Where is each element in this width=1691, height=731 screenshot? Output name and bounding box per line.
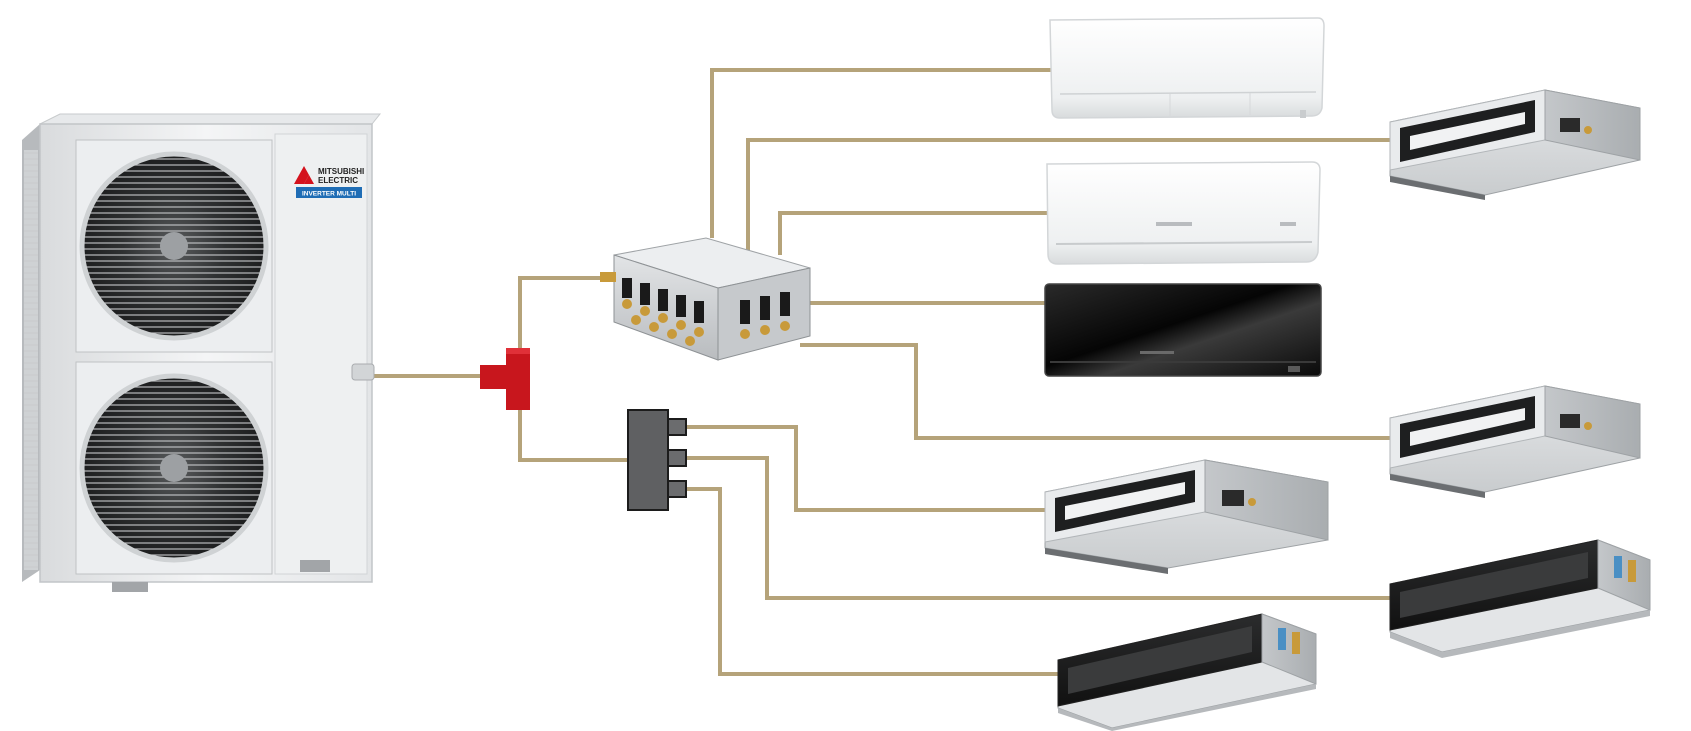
slim-ducted-unit <box>1389 539 1651 658</box>
diamond-logo-icon <box>299 166 309 175</box>
refrigerant-piping <box>350 68 1398 676</box>
refrigerant-branch-joint <box>480 348 530 410</box>
wall-mounted-unit-black <box>1044 283 1322 377</box>
wall-mounted-unit-standard <box>1046 161 1321 265</box>
pipe-joint-to-header <box>518 410 628 462</box>
ceiling-concealed-ducted-unit <box>1044 459 1329 574</box>
service-port <box>351 363 375 381</box>
pipe-to-ducted-unit-middle <box>800 343 1390 440</box>
unit-foot <box>300 560 330 572</box>
ceiling-concealed-ducted-unit <box>1389 385 1641 498</box>
multi-port-branch-box <box>600 237 811 361</box>
pipe-to-slim-ducted-upper <box>685 456 1398 600</box>
ceiling-concealed-ducted-unit <box>1389 89 1641 200</box>
side-vents <box>24 150 38 570</box>
brand-name-line2: ELECTRIC <box>318 176 358 185</box>
unit-foot <box>112 582 148 592</box>
fan-guard-lower <box>75 361 273 575</box>
fan-guard-upper <box>75 139 273 353</box>
branch-box-ports <box>600 272 790 346</box>
three-port-branch-header <box>627 409 687 511</box>
slim-ducted-unit <box>1057 613 1317 731</box>
brand-name-line1: MITSUBISHI <box>318 167 364 176</box>
pipe-to-ducted-unit-top <box>746 138 1390 250</box>
pipe-to-wall-unit-standard <box>778 211 1047 255</box>
series-badge <box>296 187 362 198</box>
outdoor-condensing-unit: MITSUBISHI ELECTRIC INVERTER MULTI <box>22 113 382 592</box>
pipe-joint-to-branch-box <box>518 276 600 350</box>
pipe-to-ducted-unit-lower <box>685 425 1050 512</box>
wall-mounted-unit-deluxe <box>1049 17 1325 119</box>
pipe-to-slim-ducted-lower <box>685 487 1060 676</box>
series-badge-label: INVERTER MULTI <box>302 191 356 198</box>
pipe-to-wall-unit-top <box>710 68 1052 238</box>
brand-logo: MITSUBISHI ELECTRIC INVERTER MULTI <box>294 166 364 198</box>
